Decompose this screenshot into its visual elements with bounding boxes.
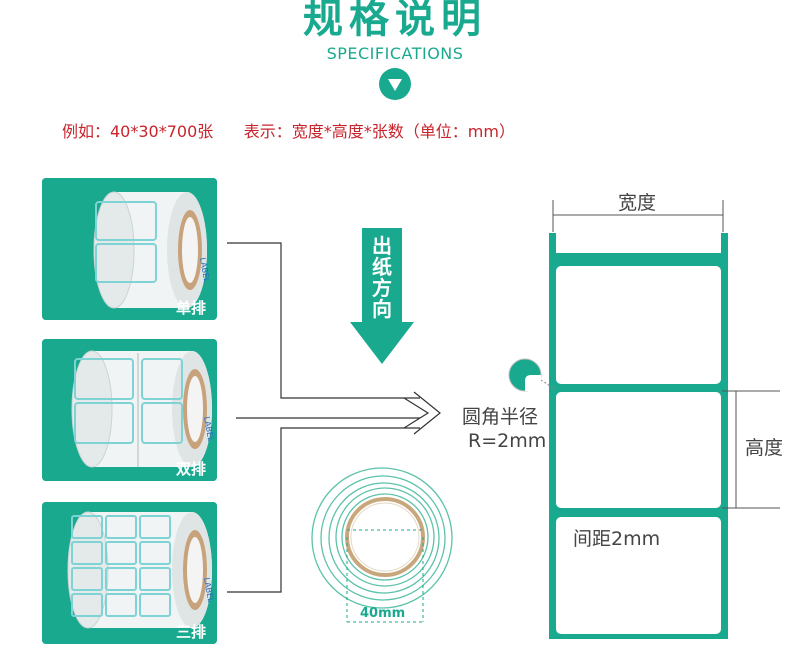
chevron-down-icon: [379, 68, 411, 100]
example-text: 例如：40*30*700张 表示：宽度*高度*张数（单位：mm）: [62, 122, 515, 141]
svg-text:LABEL: LABEL: [202, 416, 215, 443]
double-row-roll-image: LABEL 双排: [42, 339, 217, 481]
triple-row-card: LABEL 三排: [42, 502, 217, 644]
double-row-card: LABEL 双排: [42, 339, 217, 481]
gap-label: 间距2mm: [573, 528, 661, 550]
card-label: 双排: [176, 460, 206, 478]
page-title: 规格说明: [303, 0, 487, 42]
page-subtitle: SPECIFICATIONS: [326, 44, 464, 63]
width-label: 宽度: [618, 192, 657, 214]
corner-radius-value: R=2mm: [468, 430, 547, 452]
paper-direction-label: 出纸方向: [372, 234, 392, 321]
core-diameter-label: 40mm: [360, 606, 406, 621]
label-sheet: [549, 233, 728, 639]
corner-radius-callout: [508, 358, 557, 392]
svg-text:LABEL: LABEL: [198, 257, 211, 284]
card-label: 单排: [176, 299, 206, 317]
single-row-card: LABEL 单排: [42, 178, 217, 320]
single-row-roll-image: LABEL 单排: [42, 178, 217, 320]
triple-row-roll-image: LABEL 三排: [42, 502, 217, 644]
height-label: 高度: [745, 437, 784, 459]
roll-cross-section: [311, 467, 453, 623]
card-label: 三排: [176, 623, 206, 641]
svg-text:LABEL: LABEL: [202, 577, 215, 604]
corner-radius-label: 圆角半径: [462, 406, 539, 428]
connector-lines: [227, 242, 441, 593]
